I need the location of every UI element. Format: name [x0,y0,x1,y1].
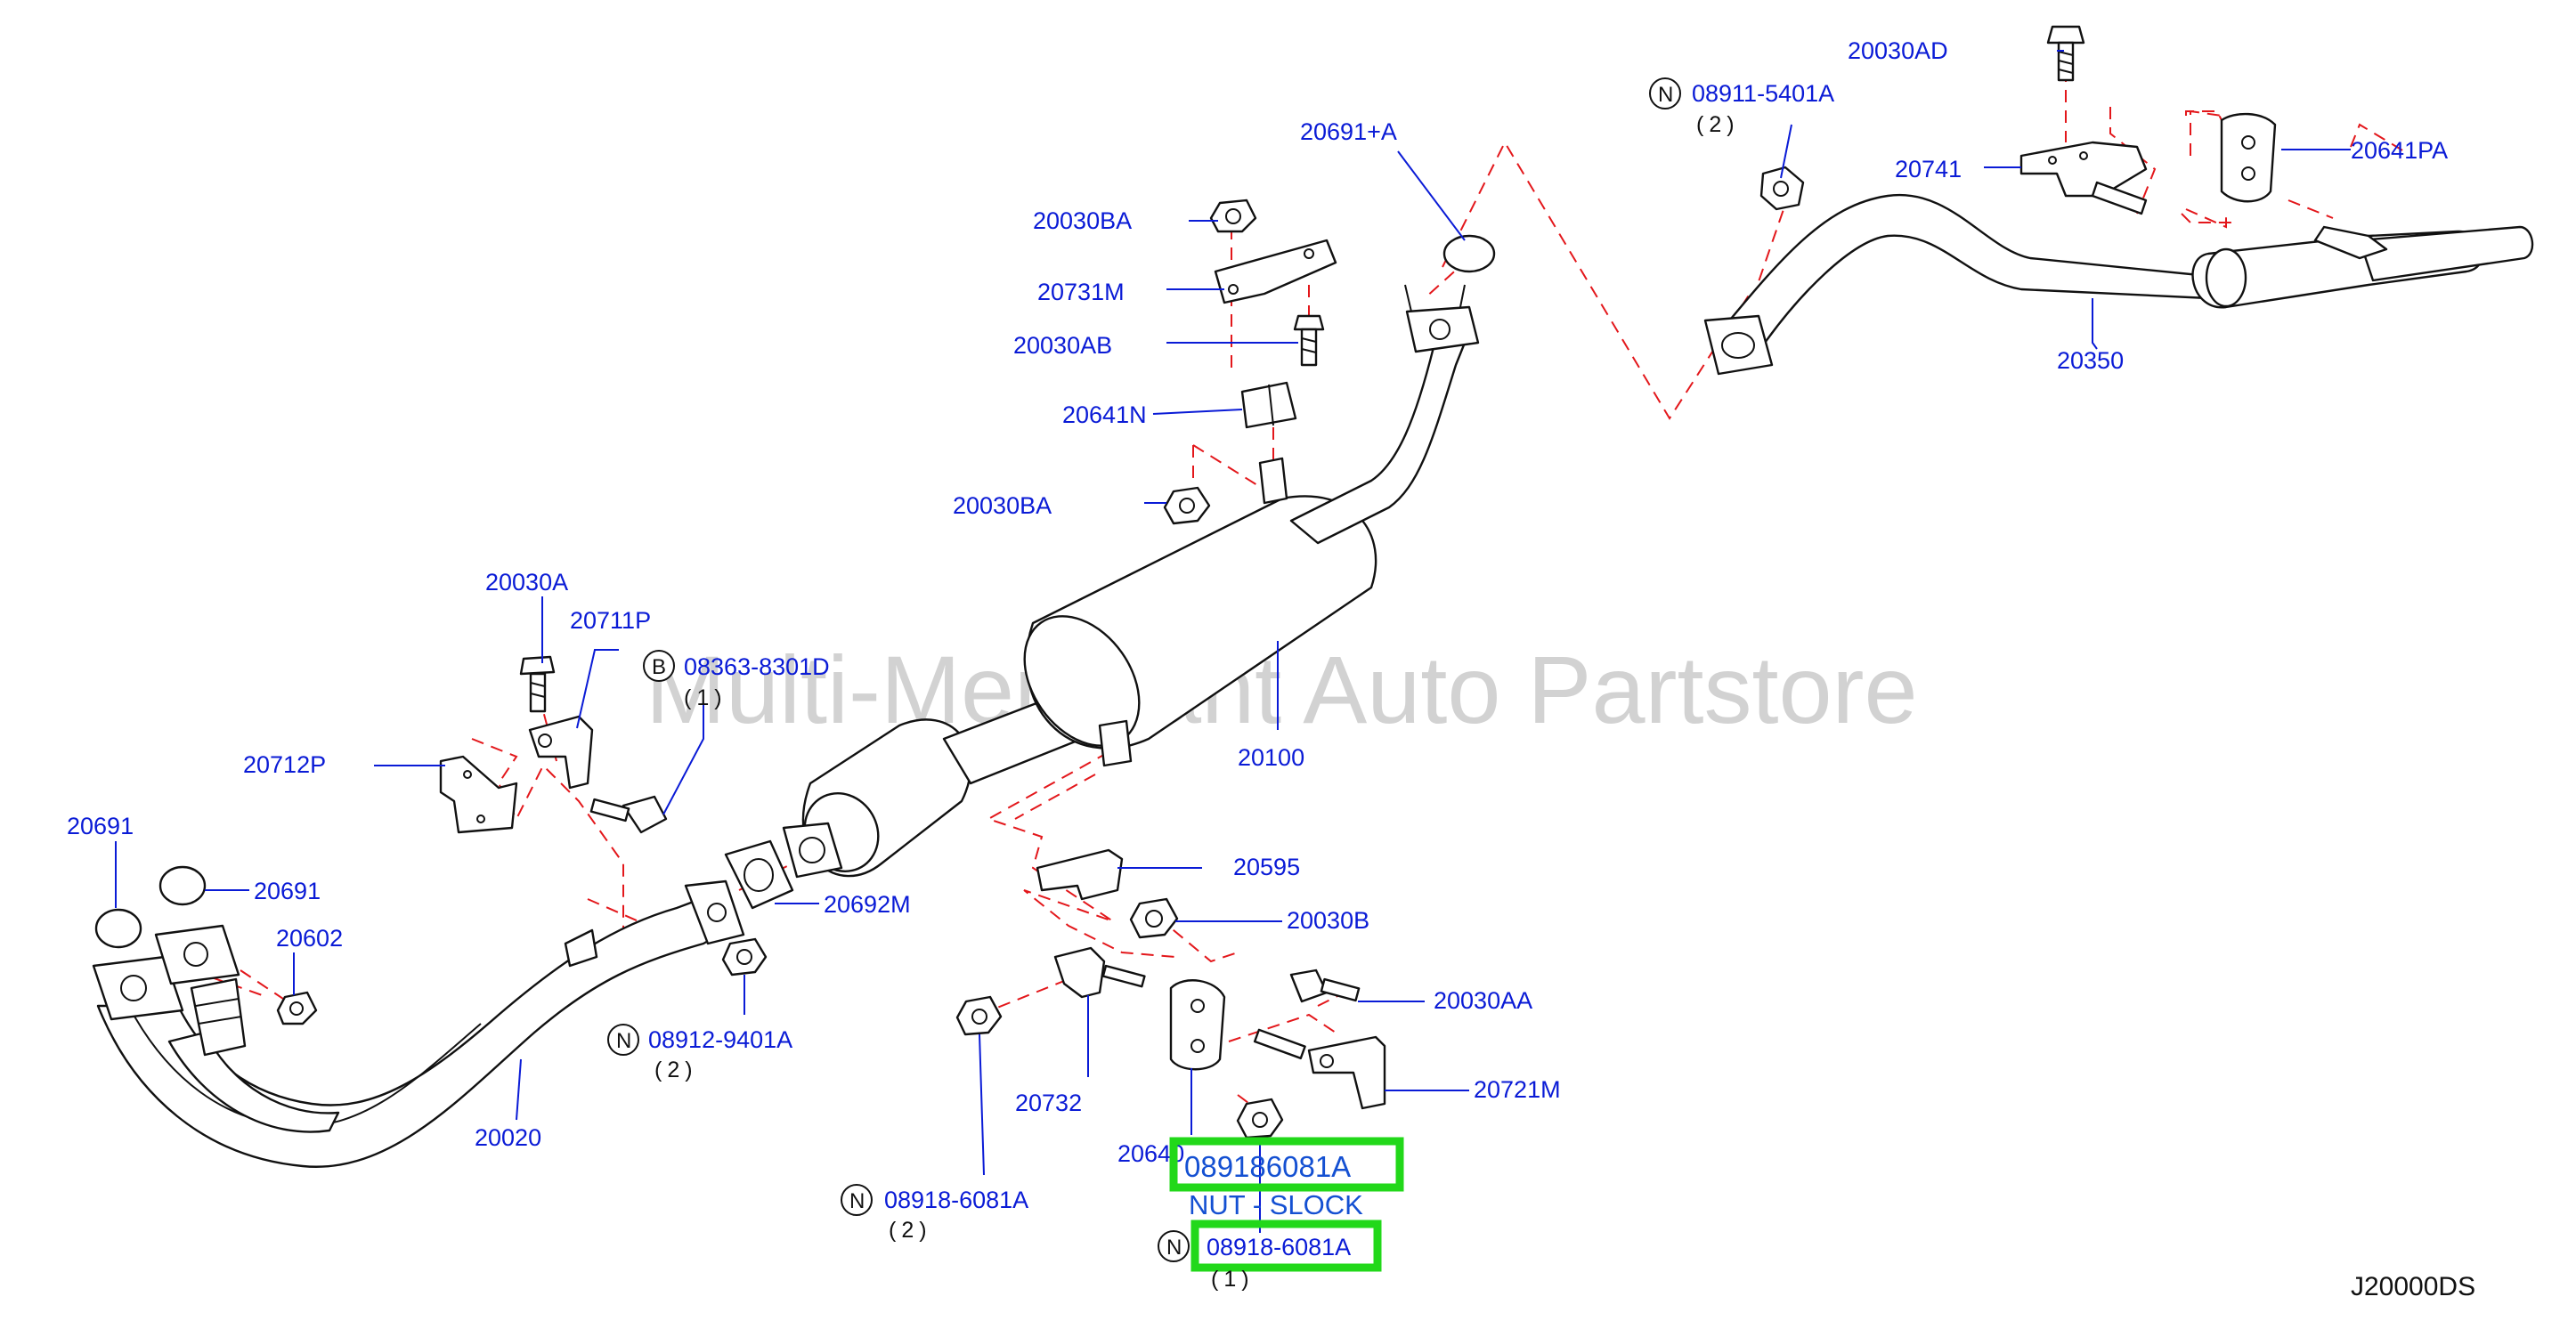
label-08363-8301D[interactable]: 08363-8301D [684,653,830,680]
highlight-part-number[interactable]: 089186081A [1184,1150,1351,1183]
highlight-part-name: NUT - SLOCK [1189,1189,1363,1220]
badges: N B N N N [607,77,1681,1262]
label-20741[interactable]: 20741 [1895,156,1962,182]
label-20350[interactable]: 20350 [2057,347,2124,374]
label-20691A[interactable]: 20691+A [1300,118,1397,145]
label-20030BA-low[interactable]: 20030BA [953,492,1052,519]
diagram-code: J20000DS [2351,1272,2475,1301]
label-20691-a[interactable]: 20691 [67,813,134,839]
label-20030A[interactable]: 20030A [485,569,568,596]
label-20691-b[interactable]: 20691 [254,878,321,904]
label-08911-5401A[interactable]: 08911-5401A [1692,80,1834,107]
highlight-box-ref [1190,1220,1382,1272]
qty-08363: (1) [684,685,727,710]
label-20711P[interactable]: 20711P [570,607,651,634]
qty-08912: (2) [654,1058,698,1082]
rear-muffler-20350 [1703,193,2534,376]
label-20100[interactable]: 20100 [1238,744,1304,771]
label-08912-9401A[interactable]: 08912-9401A [648,1026,792,1053]
label-20641N[interactable]: 20641N [1062,401,1147,428]
part-labels: 20030AD 08911-5401A (2) 20691+A 20030BA … [67,37,2448,1243]
highlight-qty: (1) [1211,1267,1255,1292]
label-20731M[interactable]: 20731M [1037,279,1125,305]
label-08918-6081A[interactable]: 08918-6081A [884,1187,1028,1213]
label-20721M[interactable]: 20721M [1474,1076,1561,1103]
label-20692M[interactable]: 20692M [824,891,911,918]
highlighted-part[interactable]: 089186081A NUT - SLOCK 08918-6081A (1) [1169,1137,1404,1292]
label-20030AA[interactable]: 20030AA [1434,987,1532,1014]
label-20020[interactable]: 20020 [475,1124,541,1151]
qty-08918: (2) [889,1218,932,1243]
highlight-part-ref[interactable]: 08918-6081A [1207,1234,1351,1260]
label-20030BA-top[interactable]: 20030BA [1033,207,1132,234]
highlight-box-number [1169,1137,1404,1192]
label-20641PA[interactable]: 20641PA [2351,137,2448,164]
badge-b: B [652,655,666,679]
label-20030AB[interactable]: 20030AB [1013,332,1112,359]
hardware-parts [94,25,2277,1139]
badge-n: N [1658,83,1673,107]
label-20595[interactable]: 20595 [1233,854,1300,880]
badge-n: N [849,1189,865,1213]
front-pipe-20020 [92,879,745,1168]
watermark-text: Multi-Merchant Auto Partstore [646,636,1918,743]
label-20030AD[interactable]: 20030AD [1848,37,1948,64]
qty-08911: (2) [1696,112,1740,137]
badge-n: N [1166,1236,1182,1260]
label-20712P[interactable]: 20712P [243,751,326,778]
label-20732[interactable]: 20732 [1015,1090,1082,1116]
badge-n: N [616,1029,631,1053]
label-20602[interactable]: 20602 [276,925,343,952]
center-muffler-20100 [782,284,1480,879]
label-20030B[interactable]: 20030B [1287,907,1369,934]
